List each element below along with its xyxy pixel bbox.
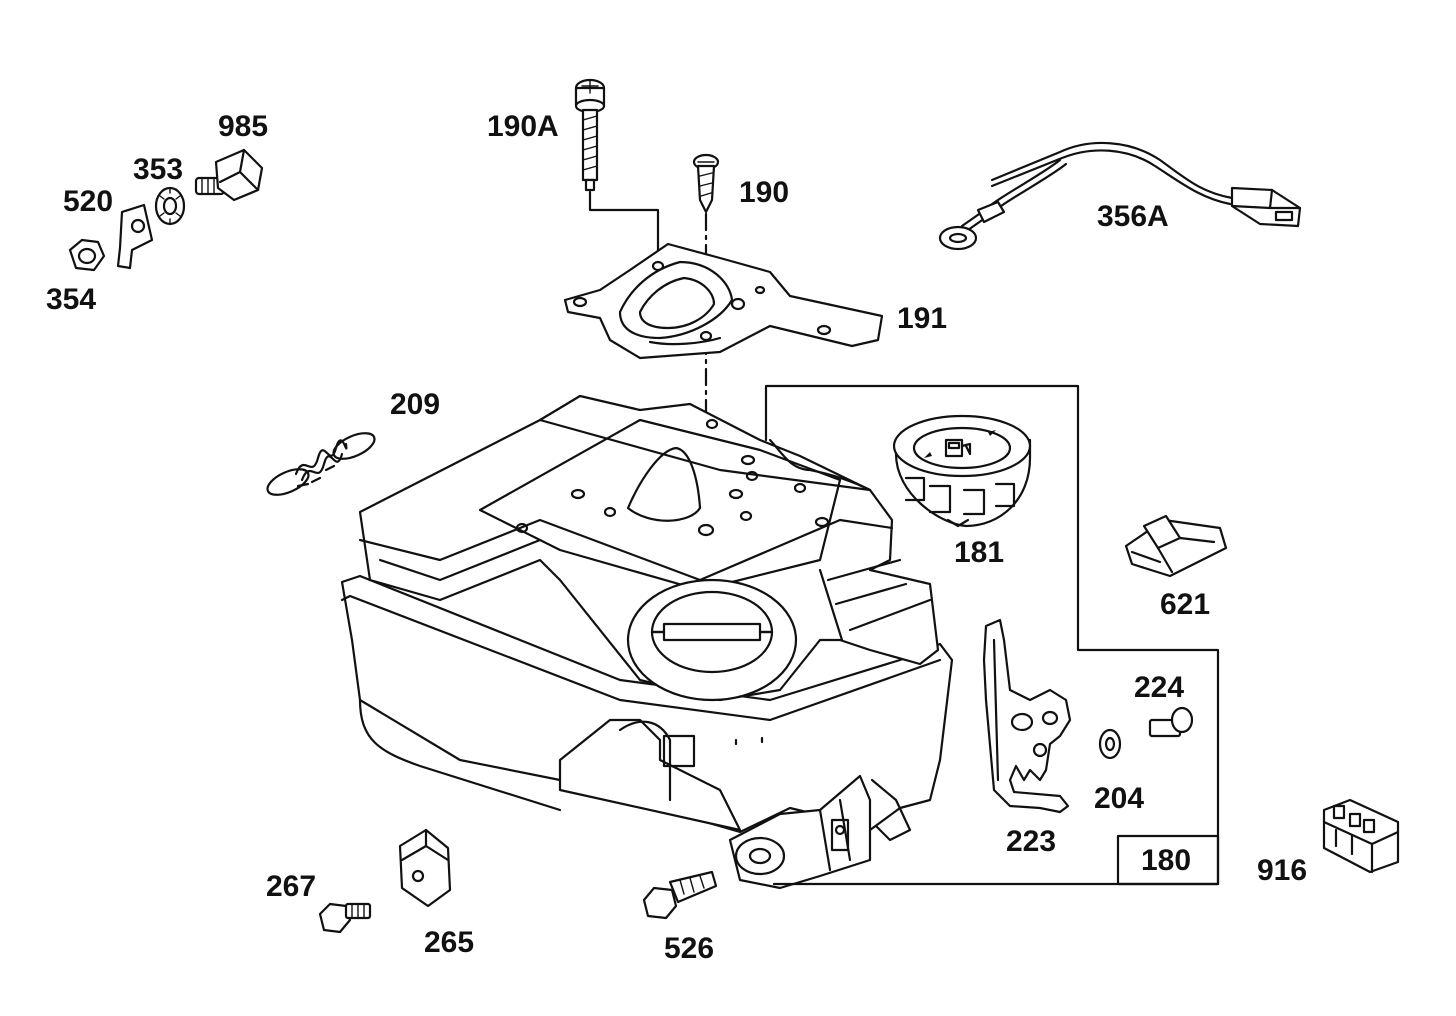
label-621: 621	[1160, 588, 1211, 621]
label-180: 180	[1141, 844, 1192, 877]
part-204-washer[interactable]	[1098, 728, 1122, 760]
part-354-hex-nut[interactable]	[68, 238, 106, 272]
label-181: 181	[954, 536, 1005, 569]
label-916: 916	[1257, 854, 1308, 887]
label-353: 353	[133, 153, 184, 186]
label-209: 209	[390, 388, 441, 421]
part-190-short-screw[interactable]	[692, 153, 720, 214]
part-520-terminal-bracket[interactable]	[116, 203, 154, 270]
label-190a: 190A	[487, 110, 559, 143]
leader-190a	[588, 190, 660, 260]
part-190a-long-screw[interactable]	[574, 78, 606, 192]
part-209-spring[interactable]	[264, 428, 378, 500]
part-265-u-clip[interactable]	[398, 828, 452, 908]
label-265: 265	[424, 926, 475, 959]
part-fuel-tank[interactable]	[340, 394, 954, 890]
part-267-hex-bolt[interactable]	[318, 902, 372, 934]
part-916-connector[interactable]	[1322, 798, 1400, 874]
part-181-fuel-cap[interactable]	[892, 414, 1032, 528]
part-985-switch[interactable]	[194, 148, 264, 202]
label-985: 985	[218, 110, 269, 143]
label-526: 526	[664, 932, 715, 965]
label-356a: 356A	[1097, 200, 1169, 233]
part-356a-wire-harness[interactable]	[938, 141, 1302, 251]
label-223: 223	[1006, 825, 1057, 858]
part-621-clip[interactable]	[1124, 514, 1228, 578]
label-354: 354	[46, 283, 97, 316]
part-191-gasket-plate[interactable]	[563, 242, 884, 360]
part-223-control-bracket[interactable]	[982, 618, 1072, 814]
label-520: 520	[63, 185, 114, 218]
label-191: 191	[897, 302, 948, 335]
part-224-shoulder-screw[interactable]	[1148, 706, 1194, 738]
label-224: 224	[1134, 671, 1185, 704]
label-190: 190	[739, 176, 790, 209]
part-353-lock-washer[interactable]	[154, 186, 186, 226]
kit-180-label-box	[1116, 834, 1220, 886]
label-204: 204	[1094, 782, 1145, 815]
label-267: 267	[266, 870, 317, 903]
part-526-tapping-screw[interactable]	[642, 870, 718, 920]
